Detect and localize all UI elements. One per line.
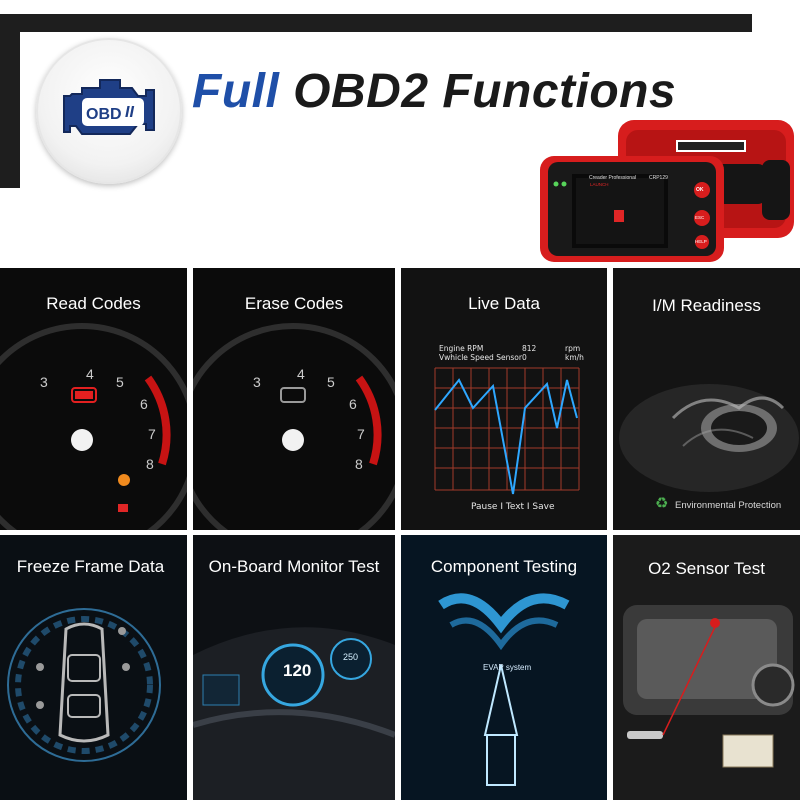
speed-readout-secondary: 250 xyxy=(343,652,359,662)
evap-graphic xyxy=(438,593,570,786)
functions-grid: Read Codes 3 4 5 6 7 8 Erase Codes 3 4 5… xyxy=(0,268,800,800)
live-data-unit-2: km/h xyxy=(565,353,584,362)
device-esc-button-label: ESC xyxy=(695,215,705,220)
gauge-number: 8 xyxy=(146,456,154,472)
tile-title: Erase Codes xyxy=(244,294,344,313)
header-frame-left xyxy=(0,14,20,188)
gauge-number: 5 xyxy=(116,374,124,390)
scanner-device-image xyxy=(540,120,794,262)
gauge-number: 7 xyxy=(357,426,365,442)
tile-read-codes: Read Codes 3 4 5 6 7 8 xyxy=(0,268,187,530)
tile-title: Read Codes xyxy=(46,294,141,313)
gauge-number: 6 xyxy=(140,396,148,412)
tile-live-data: Live Data Engine RPM 812 rpm Vwhicle Spe… xyxy=(401,268,607,530)
gauge-number: 5 xyxy=(327,374,335,390)
headline-word-1: Full xyxy=(192,65,280,118)
tile-title: Component Testing xyxy=(430,557,578,576)
live-data-value-1: 812 xyxy=(522,344,537,353)
gauge-number: 8 xyxy=(355,456,363,472)
gauge-graphic xyxy=(0,323,187,530)
logo-slash-text: II xyxy=(125,104,134,121)
env-protection-label: Environmental Protection xyxy=(675,500,782,511)
obd-logo: OBD II xyxy=(36,38,182,184)
tile-o2-sensor-test: O2 Sensor Test xyxy=(613,535,800,800)
tile-erase-codes: Erase Codes 3 4 5 6 7 8 xyxy=(193,268,395,530)
tile-freeze-frame-data: Freeze Frame Data xyxy=(0,535,187,800)
recycle-icon: ♻ xyxy=(655,495,669,512)
live-data-label-2: Vwhicle Speed Sensor xyxy=(439,353,522,362)
device-model-label: CRP129 xyxy=(649,175,668,181)
device-maker-label: LAUNCH xyxy=(590,182,609,187)
tile-title: Live Data xyxy=(468,294,540,313)
headline: Full OBD2 Functions xyxy=(192,64,676,119)
device-ok-button-label: OK xyxy=(696,187,704,193)
live-data-footer: Pause I Text I Save xyxy=(471,502,555,512)
tile-title: Freeze Frame Data xyxy=(16,557,165,576)
tile-title: On-Board Monitor Test xyxy=(208,557,380,576)
exhaust-pipe-graphic xyxy=(619,384,799,492)
engine-bay-graphic xyxy=(623,605,795,768)
live-data-value-2: 0 xyxy=(522,353,527,362)
gauge-number: 4 xyxy=(297,366,305,382)
device-help-button-label: HELP xyxy=(695,239,707,244)
speed-readout: 120 xyxy=(283,661,312,680)
tile-im-readiness: I/M Readiness ♻ Environmental Protection xyxy=(613,268,800,530)
car-topview-icon xyxy=(7,608,161,762)
gauge-number: 6 xyxy=(349,396,357,412)
live-data-unit-1: rpm xyxy=(565,344,581,353)
gauge-graphic xyxy=(193,323,395,530)
tile-title: O2 Sensor Test xyxy=(648,559,765,578)
live-data-graph xyxy=(434,367,580,495)
gauge-number: 3 xyxy=(40,374,48,390)
dashboard-graphic xyxy=(193,627,395,800)
tile-title: I/M Readiness xyxy=(652,296,761,315)
evap-label: EVAP system xyxy=(483,663,532,672)
engine-check-icon xyxy=(63,79,155,135)
tile-onboard-monitor-test: On-Board Monitor Test 120 250 xyxy=(193,535,395,800)
headline-word-2: OBD2 Functions xyxy=(293,65,677,118)
gauge-number: 4 xyxy=(86,366,94,382)
device-brand-label: Creader Professional xyxy=(589,175,636,181)
tile-component-testing: Component Testing EVAP system xyxy=(401,535,607,800)
gauge-number: 7 xyxy=(148,426,156,442)
logo-text: OBD xyxy=(86,106,122,123)
header-frame-top xyxy=(0,14,752,32)
live-data-label-1: Engine RPM xyxy=(439,344,484,353)
gauge-number: 3 xyxy=(253,374,261,390)
